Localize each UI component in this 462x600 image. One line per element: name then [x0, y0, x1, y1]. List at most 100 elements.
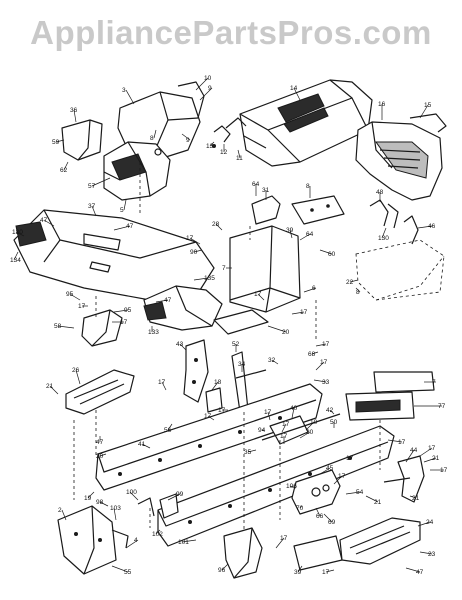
callout-label-17: 17: [254, 291, 262, 298]
callout-leader-line: [13, 251, 19, 261]
callout-label-2: 2: [58, 507, 62, 514]
callout-leader-line: [423, 457, 437, 463]
callout-label-77: 77: [438, 403, 446, 410]
callout-leader-line: [153, 129, 157, 139]
callout-leader-line: [193, 249, 203, 253]
callout-label-11: 11: [236, 155, 243, 162]
callout-leader-line: [349, 279, 359, 283]
callout-label-17: 17: [158, 379, 166, 386]
part-rear-plate-left: [57, 505, 129, 575]
callout-leader-line: [405, 567, 421, 573]
callout-leader-line: [315, 361, 325, 371]
callout-leader-line: [99, 453, 107, 457]
callout-label-10: 10: [204, 75, 212, 82]
callout-label-34: 34: [238, 361, 246, 368]
callout-label-17: 17: [282, 421, 290, 428]
callout-leader-line: [419, 551, 433, 555]
callout-leader-line: [405, 449, 415, 463]
callout-leader-line: [417, 225, 433, 229]
callout-leader-line: [91, 177, 111, 187]
callout-label-7: 7: [222, 265, 226, 272]
callout-leader-line: [319, 249, 333, 255]
callout-label-44: 44: [410, 447, 418, 454]
callout-label-40: 40: [290, 405, 298, 412]
callout-label-17: 17: [322, 341, 330, 348]
callout-label-20: 20: [282, 329, 290, 336]
callout-leader-line: [43, 219, 55, 227]
callout-leader-line: [221, 563, 229, 571]
callout-label-47: 47: [416, 569, 424, 576]
callout-leader-line: [49, 385, 59, 395]
part-bar-39: [293, 535, 343, 571]
callout-label-47: 47: [164, 297, 172, 304]
part-frame-rail-left: [95, 383, 323, 491]
callout-label-12: 12: [220, 149, 228, 156]
callout-label-17: 17: [78, 303, 86, 310]
callout-leader-line: [333, 475, 343, 485]
callout-leader-line: [111, 565, 129, 573]
part-hood-brackets: [212, 117, 247, 148]
callout-leader-line: [291, 407, 295, 419]
callout-leader-line: [329, 409, 335, 415]
callout-label-62: 62: [60, 167, 68, 174]
callout-label-130: 130: [12, 229, 23, 236]
callout-leader-line: [193, 277, 209, 281]
callout-leader-line: [299, 431, 311, 439]
part-rear-plate: [345, 371, 435, 421]
callout-label-4: 4: [134, 537, 138, 544]
callout-label-55: 55: [124, 569, 132, 576]
callout-label-69: 69: [328, 519, 336, 526]
callout-label-9: 9: [186, 137, 190, 144]
callout-label-133: 133: [148, 329, 159, 336]
part-footrest-right: [339, 517, 421, 565]
callout-leader-line: [289, 229, 293, 239]
callout-leader-line: [419, 447, 433, 457]
callout-label-17: 17: [300, 309, 308, 316]
callout-label-18: 18: [214, 379, 222, 386]
callout-label-17: 17: [440, 467, 448, 474]
part-footrest-left: [65, 369, 135, 415]
callout-label-17: 17: [186, 235, 194, 242]
callout-leader-line: [125, 539, 139, 549]
callout-label-10: 10: [310, 419, 318, 426]
callout-leader-line: [293, 87, 301, 101]
callout-leader-line: [417, 521, 431, 527]
callout-leader-line: [299, 505, 303, 509]
callout-label-17: 17: [320, 359, 328, 366]
callout-label-21: 21: [412, 495, 420, 502]
callout-label-15: 15: [424, 102, 432, 109]
callout-leader-line: [315, 507, 321, 517]
callout-label-54: 54: [356, 489, 364, 496]
callout-label-22: 22: [346, 279, 354, 286]
callout-label-90: 90: [190, 249, 198, 256]
callout-label-95: 95: [124, 307, 132, 314]
callout-leader-line: [189, 237, 201, 245]
callout-label-39: 39: [294, 569, 302, 576]
part-plate-18: [205, 387, 223, 413]
part-footrest-panel: [355, 239, 445, 301]
callout-label-17: 17: [398, 439, 406, 446]
callout-label-26: 26: [72, 367, 80, 374]
callout-leader-line: [271, 359, 279, 365]
callout-label-32: 32: [268, 357, 276, 364]
callout-label-17: 17: [264, 409, 272, 416]
callout-label-47: 47: [126, 223, 134, 230]
callout-leader-line: [305, 421, 315, 431]
callout-label-43: 43: [176, 341, 184, 348]
callout-label-17: 17: [218, 407, 226, 414]
callout-leader-line: [313, 379, 327, 383]
callout-leader-line: [113, 507, 117, 521]
callout-label-134: 134: [10, 257, 21, 264]
callout-leader-line: [167, 423, 173, 431]
callout-label-57: 57: [88, 183, 96, 190]
callout-label-102: 102: [152, 531, 163, 538]
callout-label-42: 42: [326, 407, 334, 414]
callout-leader-line: [319, 467, 331, 475]
part-cross-bracket: [261, 413, 341, 445]
callout-leader-line: [195, 77, 209, 91]
callout-leader-line: [345, 491, 361, 495]
callout-label-17: 17: [346, 455, 354, 462]
callout-leader-line: [275, 537, 285, 549]
